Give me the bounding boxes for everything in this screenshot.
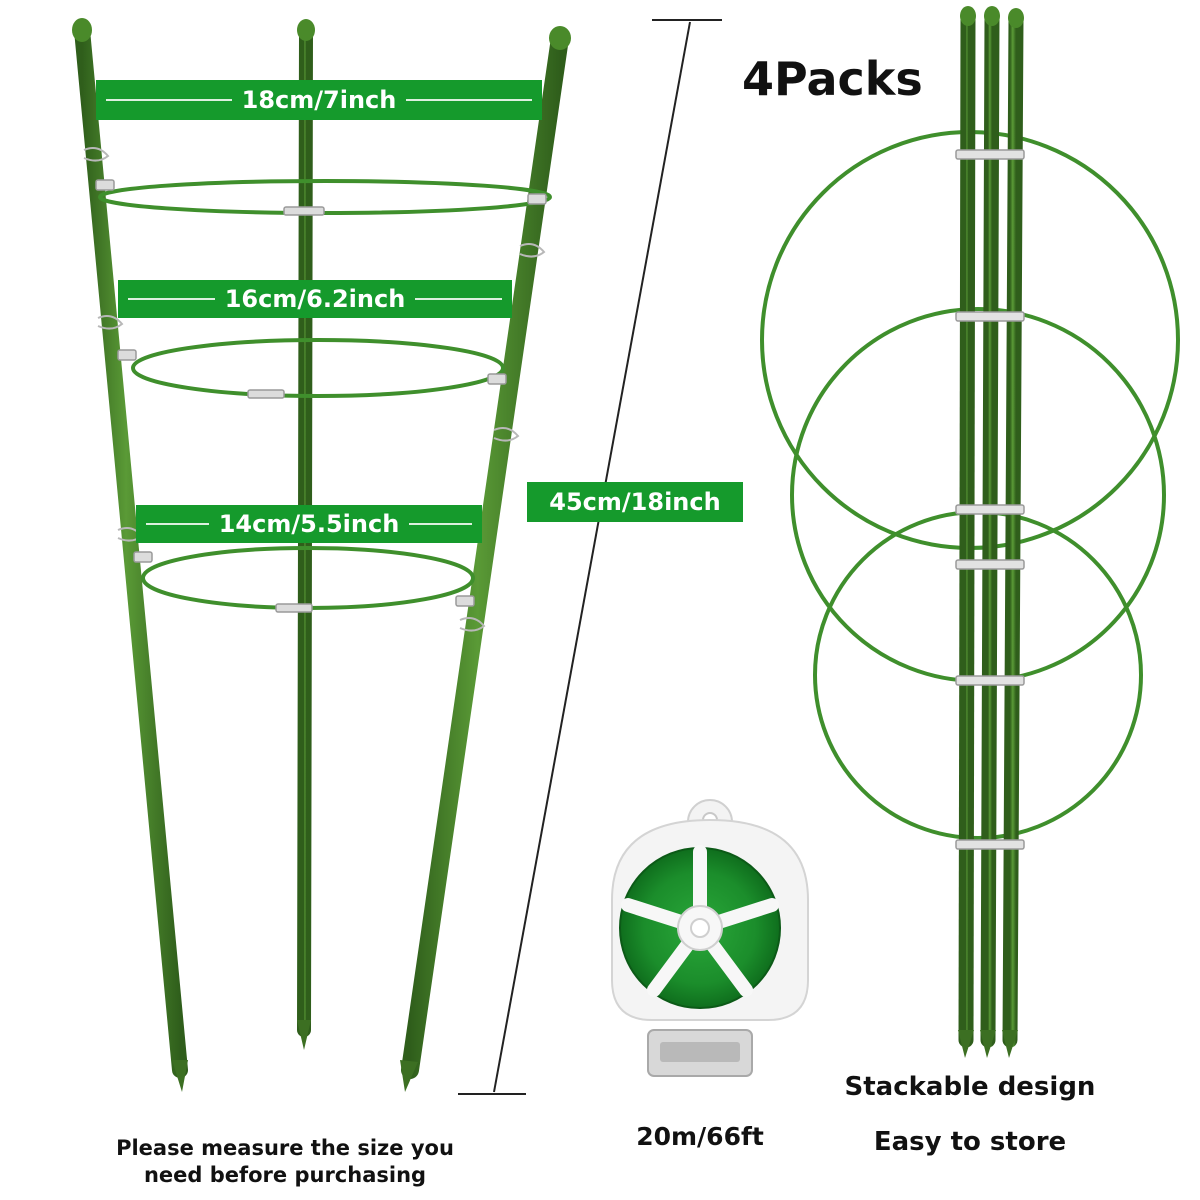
stake-right-tip [400, 1060, 418, 1092]
height-dimension [458, 19, 722, 1095]
wire-ties [83, 147, 546, 632]
ring-clips [95, 179, 547, 613]
wire-reel [611, 799, 809, 1077]
stackable-label: Stackable design [844, 1072, 1096, 1102]
ring-middle [131, 338, 505, 398]
ring-top [98, 179, 552, 215]
trellis-rings [98, 179, 552, 610]
stacked-stakes [958, 6, 1024, 1058]
stacked-clips [955, 149, 1025, 850]
purchase-note-line1: Please measure the size you [116, 1136, 454, 1160]
ring-middle-label-text: 16cm/6.2inch [224, 285, 406, 313]
purchase-note-line2: need before purchasing [143, 1163, 427, 1187]
stake-left-tip [172, 1060, 188, 1092]
ring-middle-label: 16cm/6.2inch [118, 280, 512, 318]
packs-title: 4Packs [742, 52, 923, 106]
ring-top-label-text: 18cm/7inch [241, 86, 397, 114]
purchase-note: Please measure the size you need before … [100, 1135, 470, 1189]
height-label: 45cm/18inch [527, 482, 743, 522]
ring-bottom-label-text: 14cm/5.5inch [218, 510, 400, 538]
stake-middle-tip [297, 1020, 311, 1050]
easy-store-label: Easy to store [873, 1127, 1067, 1157]
wire-length-label: 20m/66ft [636, 1122, 764, 1151]
stake-left [74, 22, 188, 1078]
stake-right [401, 29, 569, 1079]
ring-top-label: 18cm/7inch [96, 80, 542, 120]
ring-bottom-label: 14cm/5.5inch [136, 505, 482, 543]
